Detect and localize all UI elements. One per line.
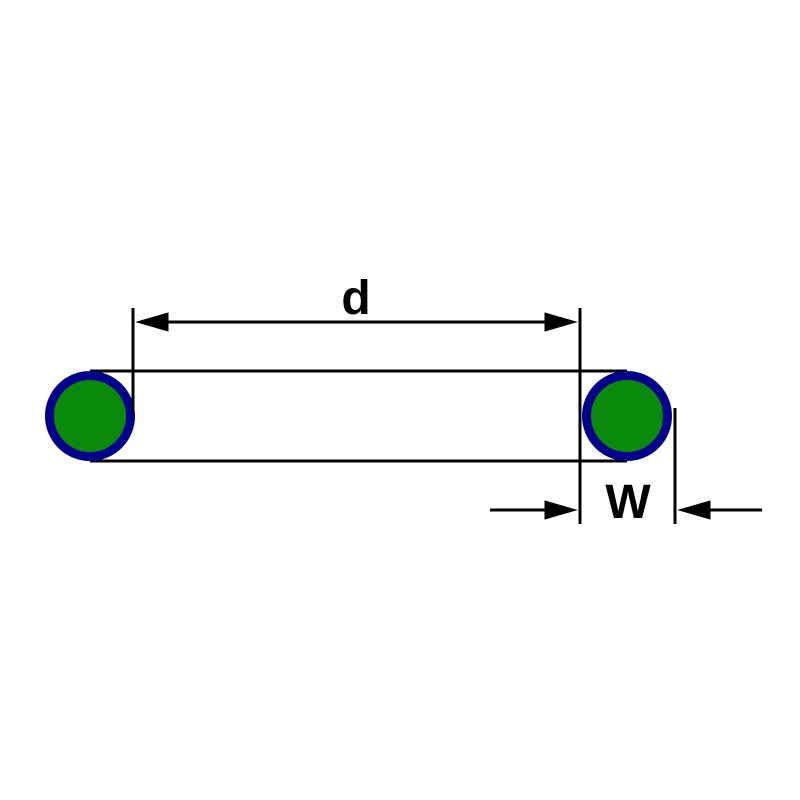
- d-arrowhead-left: [135, 312, 169, 332]
- w-arrowhead-right: [677, 500, 711, 520]
- inner-diameter-label: d: [341, 272, 370, 325]
- d-arrowhead-right: [544, 312, 578, 332]
- w-arrowhead-left: [544, 500, 578, 520]
- cross-section-width-label: W: [605, 476, 651, 529]
- cross-section-circle-right: [582, 371, 672, 461]
- cross-section-circle-left: [45, 371, 135, 461]
- dimension-d: [131, 308, 582, 524]
- ring-profile: [90, 369, 627, 463]
- dimension-w: [490, 408, 762, 524]
